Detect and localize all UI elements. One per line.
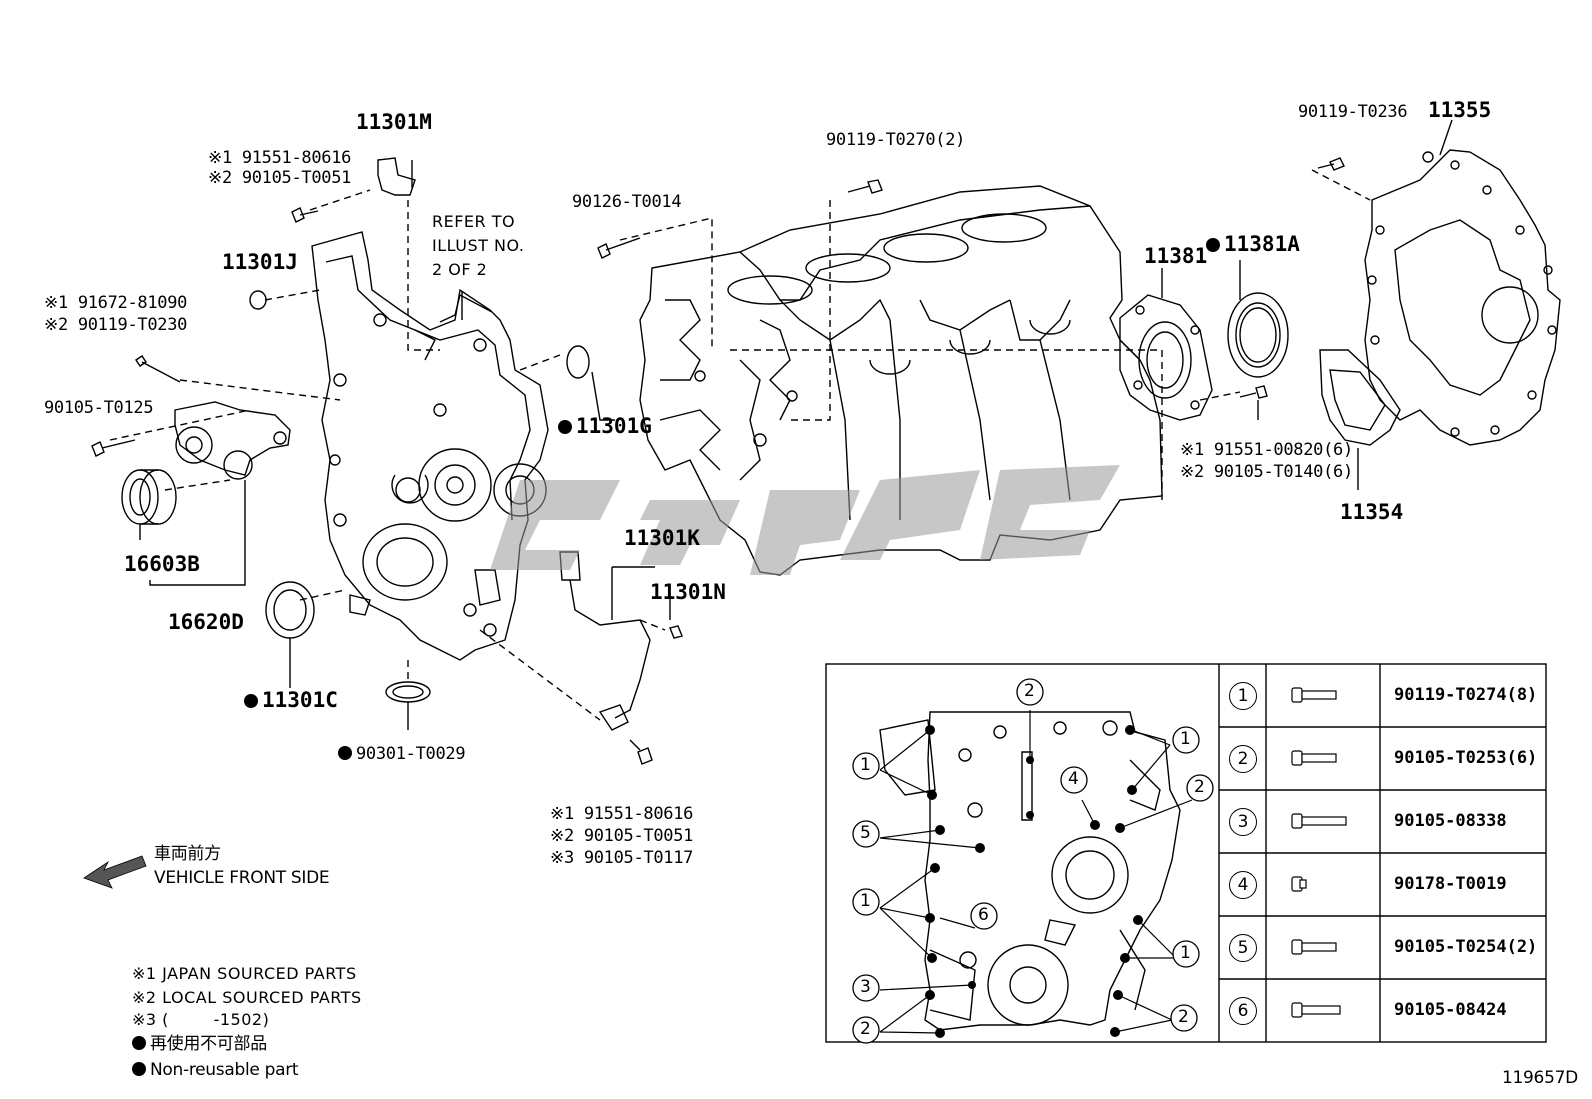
callout-11301J-2: ※2 90119-T0230 [44, 315, 188, 335]
bolt-icon-6 [1291, 1002, 1341, 1018]
table-row-6-num: 6 [1229, 997, 1257, 1025]
bolt-icon-1 [1291, 687, 1337, 703]
inset-box [825, 663, 1547, 1043]
bolt-icon-5 [1291, 939, 1337, 955]
legend-japan-sourced: ※1 JAPAN SOURCED PARTS [132, 964, 357, 983]
inset-callout-2b: 2 [1194, 777, 1205, 797]
stud-90126-drawing [597, 237, 641, 259]
non-reusable-dot-icon [132, 1036, 146, 1050]
non-reusable-dot-icon [1206, 238, 1220, 252]
label-90126-T0014: 90126-T0014 [572, 192, 682, 212]
bolt-90119-T0236-drawing [1317, 157, 1345, 171]
seal-11381A-drawing [1227, 292, 1289, 378]
direction-jp: 車両前方 [154, 844, 221, 864]
engine-block-drawing [639, 185, 1163, 576]
label-16620D: 16620D [168, 610, 244, 634]
timing-cover-drawing [311, 231, 549, 661]
refer-note-3: 2 OF 2 [432, 260, 488, 279]
inset-callout-5: 5 [860, 823, 871, 843]
table-row-2-part: 90105-T0253(6) [1394, 748, 1538, 768]
inset-callout-2d: 2 [1178, 1007, 1189, 1027]
non-reusable-dot-icon [132, 1062, 146, 1076]
table-row-1-part: 90119-T0274(8) [1394, 685, 1538, 705]
bolt-90119-T0270-drawing [847, 179, 883, 194]
front-arrow-icon [83, 855, 147, 889]
inset-callout-6: 6 [978, 905, 989, 925]
label-11301M: 11301M [356, 110, 432, 134]
inset-callout-3: 3 [860, 977, 871, 997]
inset-callout-circles [852, 678, 1214, 1044]
bolt-icon-2 [1291, 750, 1337, 766]
callout-11381-2: ※2 90105-T0140(6) [1180, 462, 1353, 482]
label-90301-T0029: 90301-T0029 [338, 746, 466, 763]
label-90119-T0270: 90119-T0270(2) [826, 130, 966, 150]
label-11301C: 11301C [244, 690, 338, 711]
non-reusable-dot-icon [338, 746, 352, 760]
callout-11301M-2: ※2 90105-T0051 [208, 168, 352, 188]
label-90105-T0125: 90105-T0125 [44, 398, 154, 418]
callout-11381-1: ※1 91551-00820(6) [1180, 440, 1353, 460]
dashed-guide-lines [109, 169, 1371, 721]
non-reusable-dot-icon [244, 694, 258, 708]
drawing-number: 119657D [1502, 1068, 1578, 1088]
label-11355: 11355 [1428, 98, 1492, 122]
sensor-11301M-drawing [377, 157, 416, 196]
callout-11301J-1: ※1 91672-81090 [44, 293, 188, 313]
legend-non-reusable-jp: 再使用不可部品 [132, 1036, 267, 1053]
label-16603B: 16603B [124, 552, 200, 576]
retainer-11381-drawing [1119, 294, 1213, 421]
nut-icon-4 [1291, 876, 1307, 892]
table-row-3-num: 3 [1229, 808, 1257, 836]
callout-11301K-1: ※1 91551-80616 [550, 804, 694, 824]
inset-leaders [879, 710, 1193, 1034]
direction-en: VEHICLE FRONT SIDE [154, 868, 330, 888]
cover-11354-drawing [1319, 349, 1401, 446]
label-11354: 11354 [1340, 500, 1404, 524]
table-row-5-num: 5 [1229, 934, 1257, 962]
label-11301J: 11301J [222, 250, 298, 274]
label-90119-T0236: 90119-T0236 [1298, 102, 1408, 122]
label-11301K: 11301K [624, 526, 700, 550]
non-reusable-dot-icon [558, 420, 572, 434]
plate-11355-drawing [1364, 149, 1561, 446]
legend-non-reusable-en: Non-reusable part [132, 1062, 299, 1079]
bolt-icon-3 [1291, 813, 1347, 829]
label-11301N: 11301N [650, 580, 726, 604]
inset-callout-1a: 1 [860, 755, 871, 775]
table-bolt-icons [1291, 687, 1347, 1018]
o-ring-11301G-drawing [566, 345, 590, 379]
legend-serial-range: ※3 ( -1502) [132, 1010, 270, 1029]
label-11381: 11381 [1144, 244, 1208, 268]
legend-local-sourced: ※2 LOCAL SOURCED PARTS [132, 988, 362, 1007]
inset-callout-1c: 1 [860, 891, 871, 911]
table-row-2-num: 2 [1229, 745, 1257, 773]
table-row-3-part: 90105-08338 [1394, 811, 1507, 831]
inset-callout-2a: 2 [1024, 681, 1035, 701]
inset-callout-4: 4 [1068, 769, 1079, 789]
label-11381A: 11381A [1206, 234, 1300, 255]
inset-callout-2c: 2 [860, 1019, 871, 1039]
table-row-5-part: 90105-T0254(2) [1394, 937, 1538, 957]
table-row-4-part: 90178-T0019 [1394, 874, 1507, 894]
callout-11301K-2: ※2 90105-T0051 [550, 826, 694, 846]
watermark-logo [490, 465, 1120, 575]
refer-note-1: REFER TO [432, 212, 516, 231]
table-row-4-num: 4 [1229, 871, 1257, 899]
refer-note-2: ILLUST NO. [432, 236, 525, 255]
callout-11301M-1: ※1 91551-80616 [208, 148, 352, 168]
inset-callout-1b: 1 [1180, 729, 1191, 749]
callout-11301K-3: ※3 90105-T0117 [550, 848, 694, 868]
inset-callout-1d: 1 [1180, 943, 1191, 963]
label-11301G: 11301G [558, 416, 652, 437]
table-row-1-num: 1 [1229, 682, 1257, 710]
tensioner-drawing [121, 401, 291, 525]
table-row-6-part: 90105-08424 [1394, 1000, 1507, 1020]
